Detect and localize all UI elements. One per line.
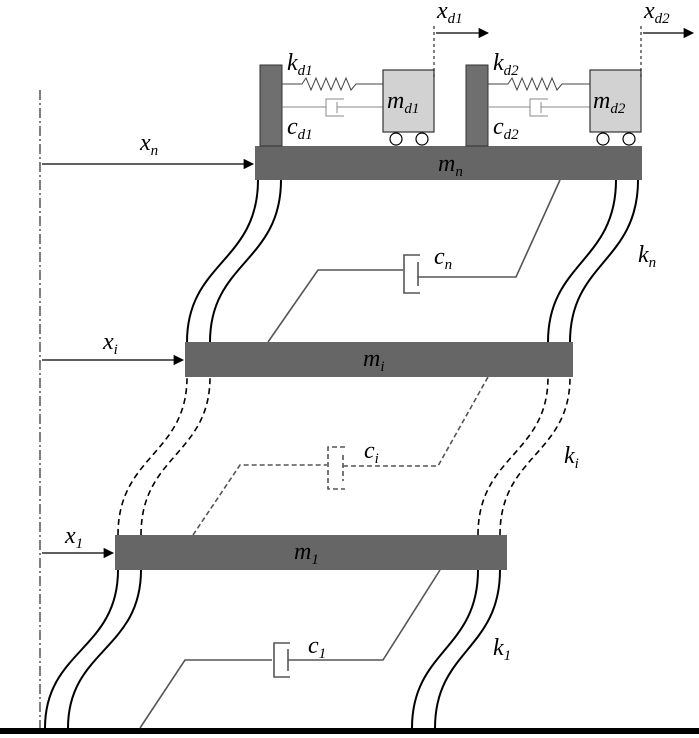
label-mn: mn [438,151,463,180]
tmd-2-wall [465,64,489,147]
tmd-2-wheel-left [596,132,610,146]
label-md1: md1 [387,88,419,117]
damper-c1 [139,569,441,729]
label-cd2: cd2 [493,114,519,143]
tmd-2 [465,26,695,147]
tmd-2-spring [488,76,590,92]
floor-n-mass [255,146,642,180]
columns-story-1 [44,569,501,729]
label-ki: ki [564,443,579,472]
ground [0,728,699,734]
floor-1-mass [115,535,507,570]
label-xi: xi [102,329,118,358]
label-cn: cn [434,244,452,273]
label-kn: kn [638,242,656,271]
label-c1: c1 [308,633,326,662]
label-ci: ci [364,438,379,467]
damper-ci [192,376,489,536]
label-mi: mi [363,346,385,375]
label-cd1: cd1 [287,114,313,143]
tmd-1-spring [282,76,383,92]
label-xd1: xd1 [436,0,463,27]
label-m1: m1 [294,539,319,568]
tmd-2-damper [488,98,590,117]
label-xn: xn [139,130,158,159]
damper-cn [267,179,561,343]
tmd-1-wall [259,64,283,147]
tmd-1-wheel-right [415,132,429,146]
columns-story-i [117,376,571,536]
columns-story-n [186,179,639,343]
tmd-1 [259,26,490,147]
tmd-2-mass [589,69,642,133]
label-kd2: kd2 [493,50,519,79]
tmd-2-wheel-right [622,132,636,146]
label-kd1: kd1 [287,50,313,79]
tmd-1-damper [282,98,383,117]
label-x1: x1 [64,523,83,552]
tmd-1-wheel-left [389,132,403,146]
label-k1: k1 [493,635,511,664]
label-md2: md2 [593,88,626,117]
tmd-1-mass [382,69,435,133]
label-xd2: xd2 [643,0,670,27]
floor-i-mass [185,342,573,377]
